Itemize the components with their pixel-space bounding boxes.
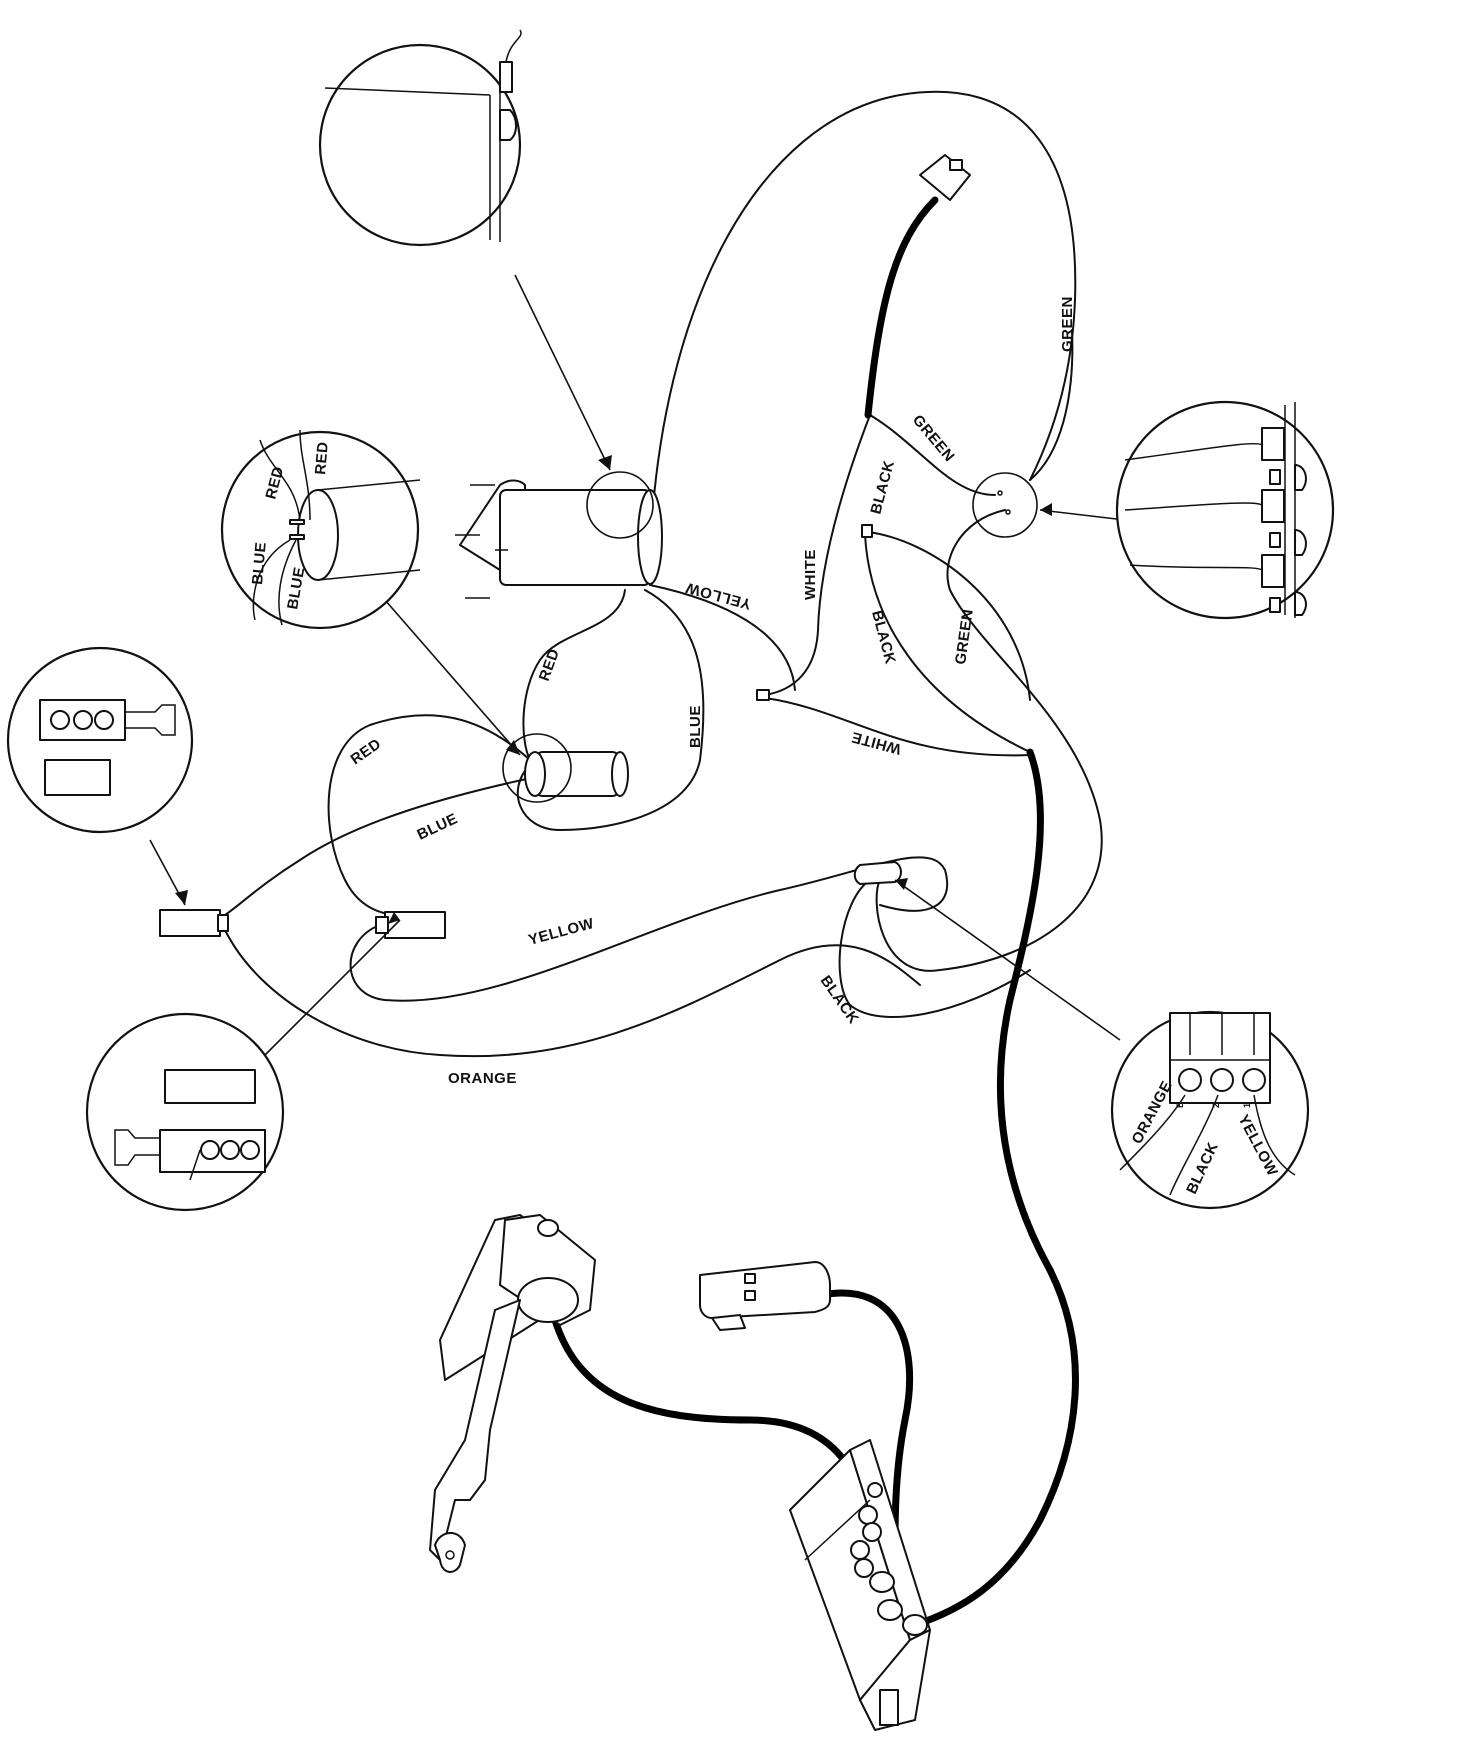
top-plug	[919, 154, 971, 201]
wire-green-mid	[875, 509, 1103, 972]
wire-green-inner	[869, 414, 996, 496]
linear-actuator	[429, 1214, 596, 1573]
wire-blue-left	[224, 774, 546, 916]
junction-small	[756, 472, 1038, 701]
detail-board-connectors	[1115, 400, 1335, 620]
wire-yellow-lower	[349, 856, 949, 1002]
wire-yellow-arc	[649, 90, 1077, 556]
label-white-lower: WHITE	[850, 728, 903, 758]
label-blue-left: BLUE	[415, 810, 461, 844]
terminal-1-label: 1	[1242, 1103, 1252, 1108]
wire-black-mid	[864, 534, 1031, 753]
label-red-mid: RED	[536, 646, 563, 683]
control-box	[789, 1439, 931, 1731]
label-black-upper: BLACK	[867, 459, 898, 517]
detail-capacitor-terminals	[220, 429, 421, 630]
run-capacitor-small	[502, 733, 629, 803]
cable-top-plug	[864, 196, 939, 419]
label-green-outer: GREEN	[1059, 296, 1076, 352]
wire-black-lower	[838, 879, 1031, 1019]
label-orange-lower: ORANGE	[448, 1070, 517, 1087]
detail-rocker-switch-lower	[85, 1012, 285, 1212]
label-cap-blue-1: BLUE	[249, 541, 270, 585]
label-cap-red-2: RED	[312, 441, 332, 476]
label-black-mid: BLACK	[868, 609, 899, 667]
label-green-inner: GREEN	[909, 412, 958, 466]
label-black-lower: BLACK	[817, 973, 862, 1028]
cable-main	[911, 748, 1079, 1629]
label-blue-right: BLUE	[687, 705, 704, 748]
wire-orange-lower	[224, 929, 921, 1058]
label-yellow-lower: YELLOW	[527, 915, 597, 949]
label-white-upper: WHITE	[802, 549, 819, 600]
wire-green-outer	[1029, 329, 1074, 481]
detail-top-panel	[318, 29, 522, 247]
motor-capacitor-large	[455, 471, 663, 599]
switch-3pin-connector	[853, 861, 902, 885]
wire-white-lower	[764, 697, 1031, 757]
terminal-2-label: 2	[1211, 1103, 1221, 1108]
wire-blue-right	[516, 589, 705, 831]
callout-leaders	[149, 274, 1126, 1061]
label-yellow-upper: YELLOW	[683, 579, 753, 613]
detail-terminal-block: B 2 1	[1110, 1010, 1310, 1210]
wires	[224, 90, 1103, 1629]
terminal-b-label: B	[1175, 1101, 1185, 1108]
wire-black-cap	[867, 531, 1031, 701]
switch-connector-left	[159, 909, 229, 937]
wire-yellow-upper	[649, 584, 796, 691]
label-red-left: RED	[348, 735, 385, 768]
detail-rocker-switch-upper	[6, 646, 194, 834]
wire-red-left	[327, 714, 531, 916]
pendant-remote	[699, 1261, 831, 1331]
wire-red-mid	[522, 589, 626, 761]
label-green-mid: GREEN	[952, 608, 977, 666]
